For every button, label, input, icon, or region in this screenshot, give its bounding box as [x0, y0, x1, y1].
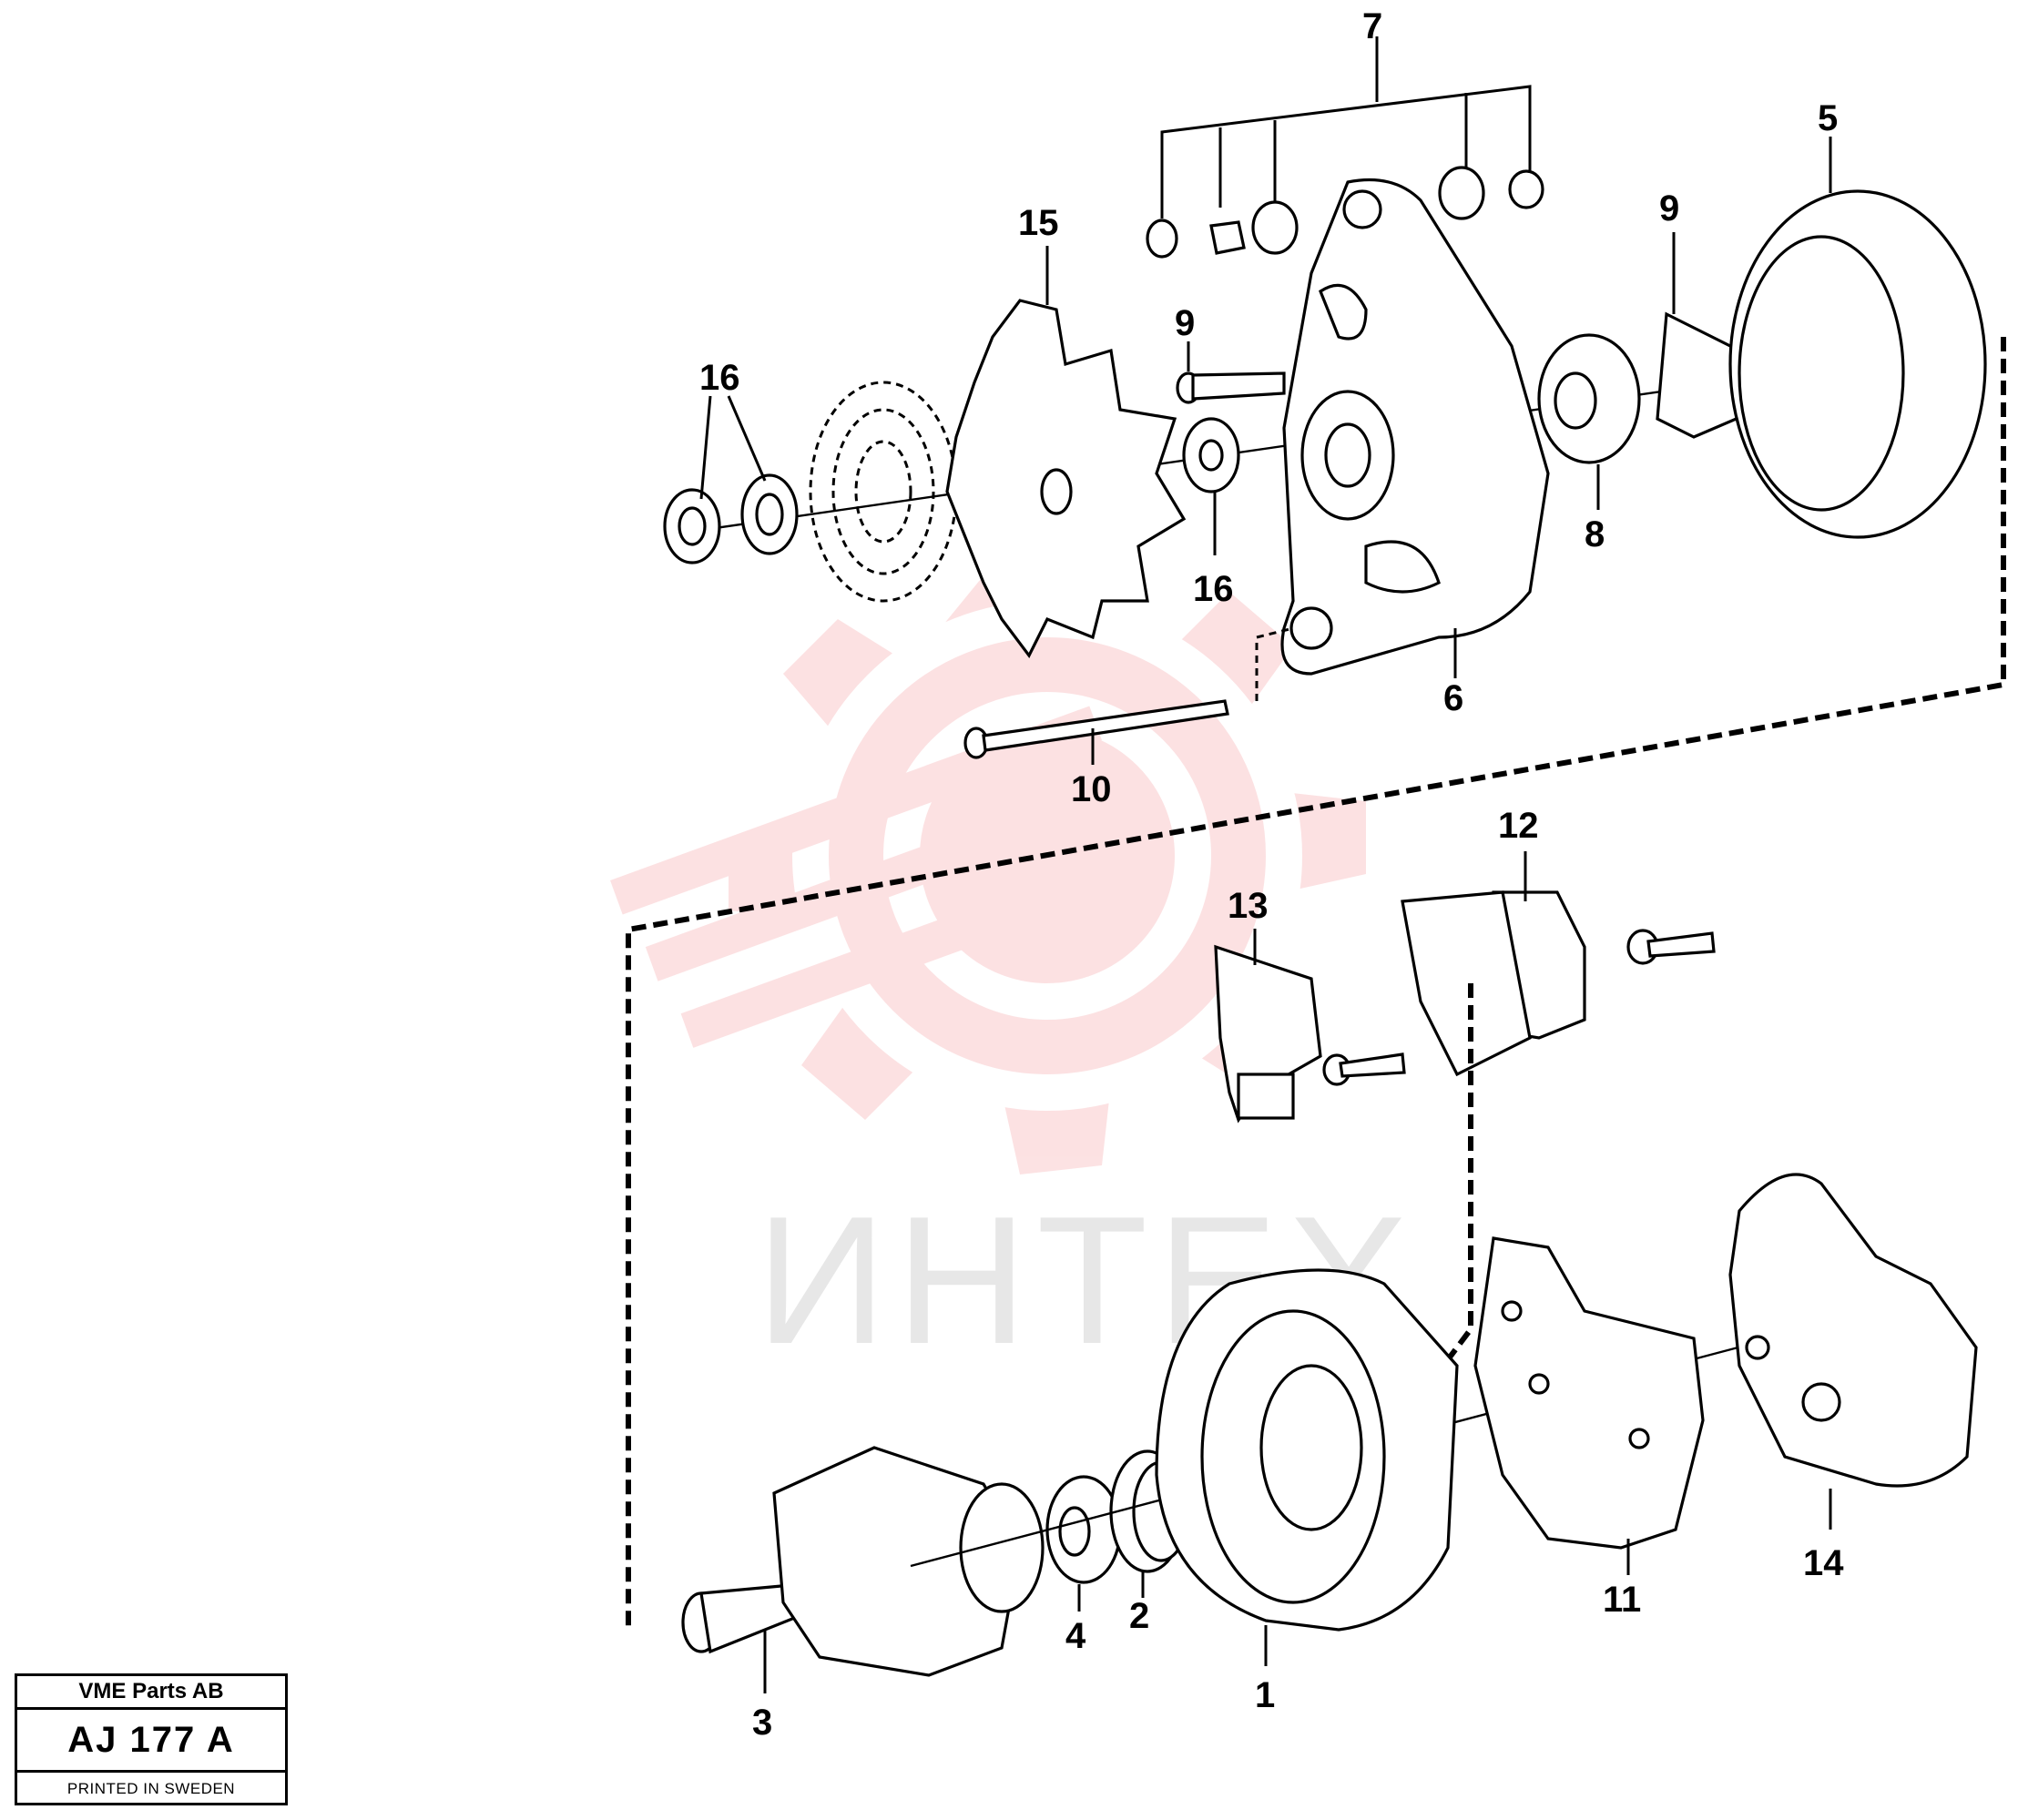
part-12-regulator: [1401, 890, 1716, 1077]
callout-5: 5: [1818, 98, 1838, 138]
part-8-bearing: [1537, 333, 1641, 464]
part-7-hardware: [1146, 166, 1544, 259]
callout-13: 13: [1228, 886, 1269, 926]
callout-9a: 9: [1175, 303, 1195, 343]
leader-16a2: [727, 395, 767, 482]
part-9-bolt: [1176, 371, 1286, 404]
callout-11: 11: [1603, 1580, 1641, 1620]
callout-16a: 16: [699, 358, 740, 398]
leader-7: [1160, 36, 1532, 219]
title-block-company: VME Parts AB: [17, 1676, 285, 1710]
part-13-brush-holder: [1214, 944, 1406, 1124]
title-block: VME Parts AB AJ 177 A PRINTED IN SWEDEN: [15, 1673, 288, 1805]
part-10-through-bolt: [963, 626, 1294, 759]
part-4-bearing: [1045, 1475, 1122, 1584]
callout-4: 4: [1065, 1616, 1086, 1656]
part-5-stator: [1728, 189, 1987, 539]
callout-14: 14: [1803, 1543, 1844, 1583]
callout-2: 2: [1129, 1596, 1149, 1636]
part-14-cover: [1728, 1173, 1978, 1488]
callout-10: 10: [1071, 769, 1112, 809]
callout-6: 6: [1443, 678, 1463, 718]
callout-7: 7: [1362, 6, 1382, 46]
callout-16b: 16: [1193, 569, 1234, 609]
part-1-slip-ring-bracket: [1155, 1268, 1459, 1632]
callout-12: 12: [1498, 806, 1539, 846]
leader-16a: [699, 395, 712, 500]
part-16-nut-washer: [663, 473, 799, 564]
callout-15: 15: [1018, 203, 1059, 243]
part-6-drive-end-bracket: [1280, 178, 1550, 676]
title-block-printed-note: PRINTED IN SWEDEN: [66, 1780, 236, 1797]
part-11-rectifier: [1473, 1236, 1705, 1550]
title-block-drawing-code: AJ 177 A: [17, 1710, 285, 1773]
pulley-dashed: [809, 381, 958, 603]
part-16-washer-hole: [1198, 439, 1224, 472]
callout-1: 1: [1255, 1675, 1275, 1715]
callout-8: 8: [1585, 514, 1605, 554]
callout-3: 3: [752, 1703, 772, 1743]
callout-9b: 9: [1659, 188, 1679, 229]
dashed-link-11: [1441, 983, 1473, 1368]
part-3-rotor: [681, 1446, 1045, 1677]
part-15-fan: [945, 299, 1187, 659]
watermark-ring-inner: [883, 692, 1211, 1020]
watermark-stripe: [680, 864, 1105, 1048]
